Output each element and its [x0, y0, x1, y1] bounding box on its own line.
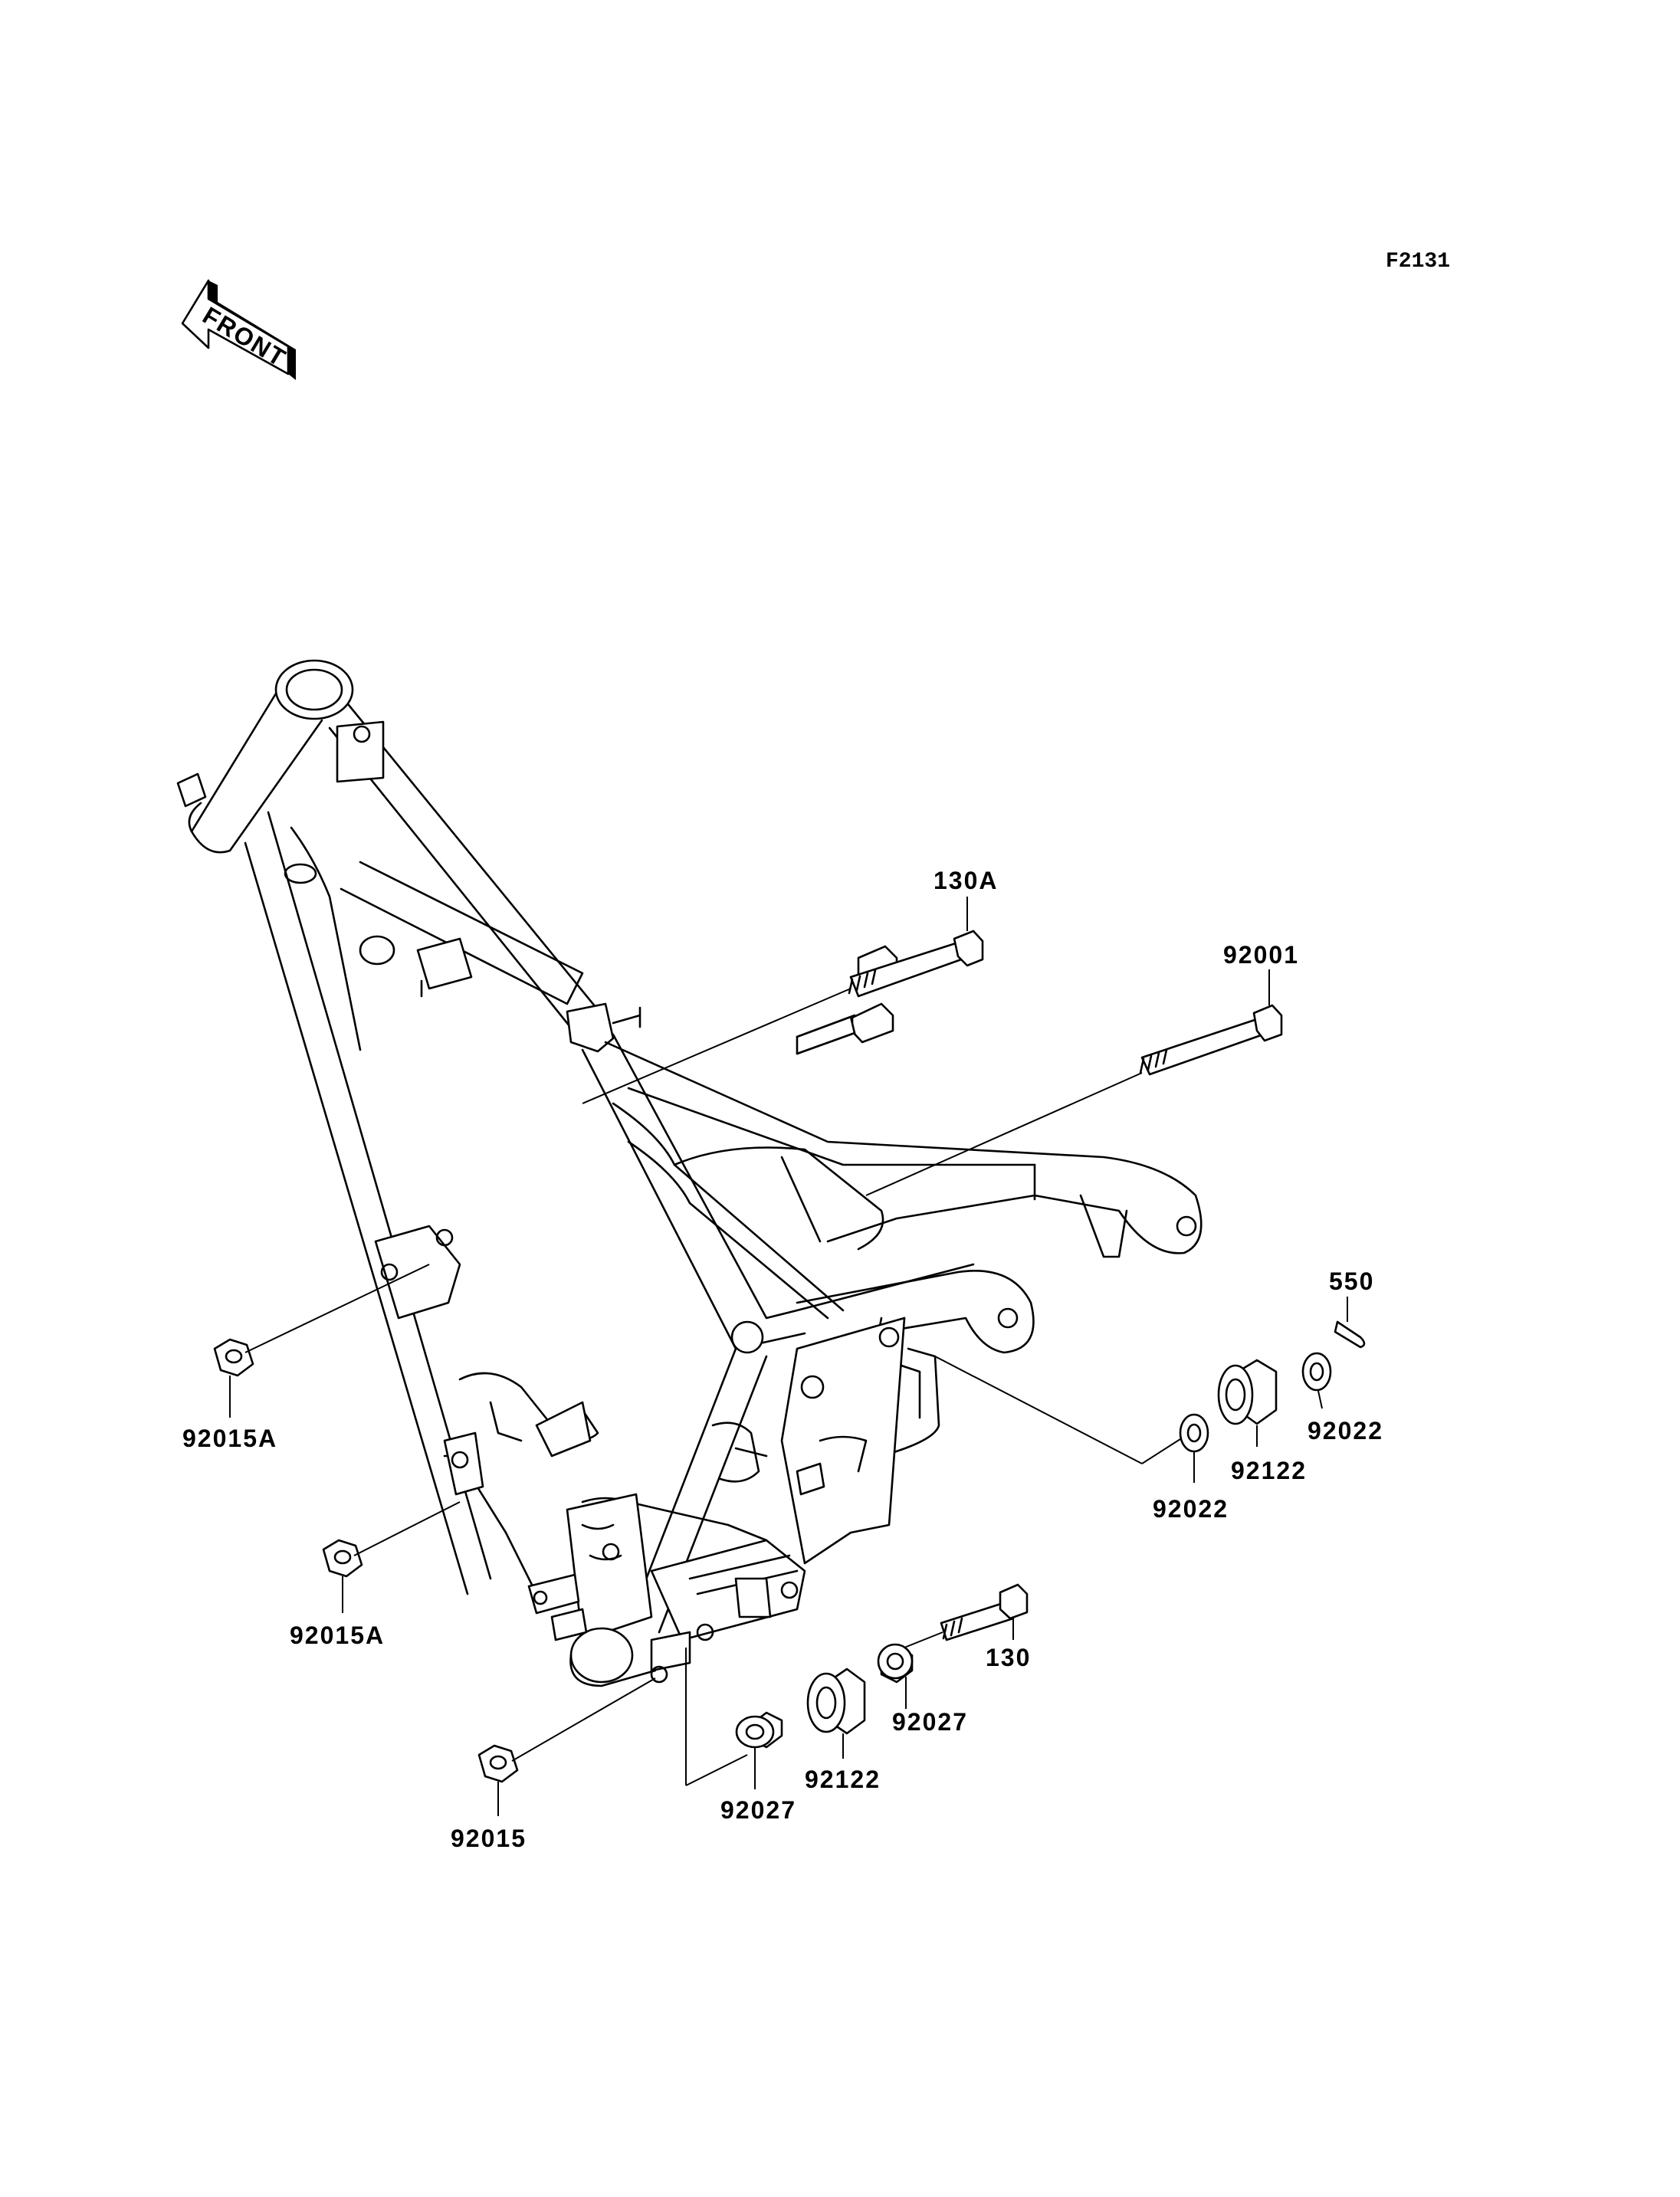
callout-92001: 92001 [1223, 941, 1299, 969]
callout-92027-right: 92027 [892, 1708, 968, 1736]
front-label: FRONT [198, 301, 291, 372]
washer-92022-right-icon [1301, 1352, 1332, 1392]
bolt-92001-icon [1139, 1004, 1283, 1076]
bolt-130a-icon [796, 945, 898, 1055]
callout-130a: 130A [934, 867, 999, 894]
cotter-pin-550-icon [1334, 1320, 1366, 1349]
callout-550: 550 [1329, 1267, 1374, 1295]
callout-92015a-lower: 92015A [290, 1622, 385, 1649]
callout-labels: 130A 92001 550 92022 92122 92022 92015A … [182, 867, 1383, 1852]
nut-92015a-upper-icon [213, 1338, 254, 1377]
callout-92022-right: 92022 [1308, 1417, 1383, 1444]
callout-92015: 92015 [451, 1825, 527, 1852]
figure-code: F2131 [1386, 250, 1450, 274]
callout-92122-lower: 92122 [805, 1766, 881, 1793]
callout-130: 130 [986, 1644, 1031, 1671]
callout-92027-left: 92027 [720, 1796, 796, 1824]
nut-92015a-lower-icon [322, 1539, 363, 1578]
collar-92027-right-icon [877, 1643, 914, 1684]
washer-92022-left-icon [1179, 1413, 1209, 1453]
callout-92022-left: 92022 [1153, 1495, 1229, 1523]
bushing-92122-upper-icon [1217, 1359, 1278, 1425]
front-arrow-icon: FRONT [181, 279, 296, 380]
nut-92015-icon [477, 1744, 519, 1783]
callout-92015a-upper: 92015A [182, 1425, 277, 1452]
collar-92027-left-icon [735, 1711, 783, 1749]
callout-92122-upper: 92122 [1231, 1457, 1307, 1484]
bushing-92122-lower-icon [806, 1667, 866, 1735]
leader-lines [229, 897, 1348, 1816]
bolt-130-icon [940, 1583, 1029, 1641]
bolt-130a-shaft-icon [848, 930, 984, 998]
motorcycle-frame [176, 659, 1203, 1687]
